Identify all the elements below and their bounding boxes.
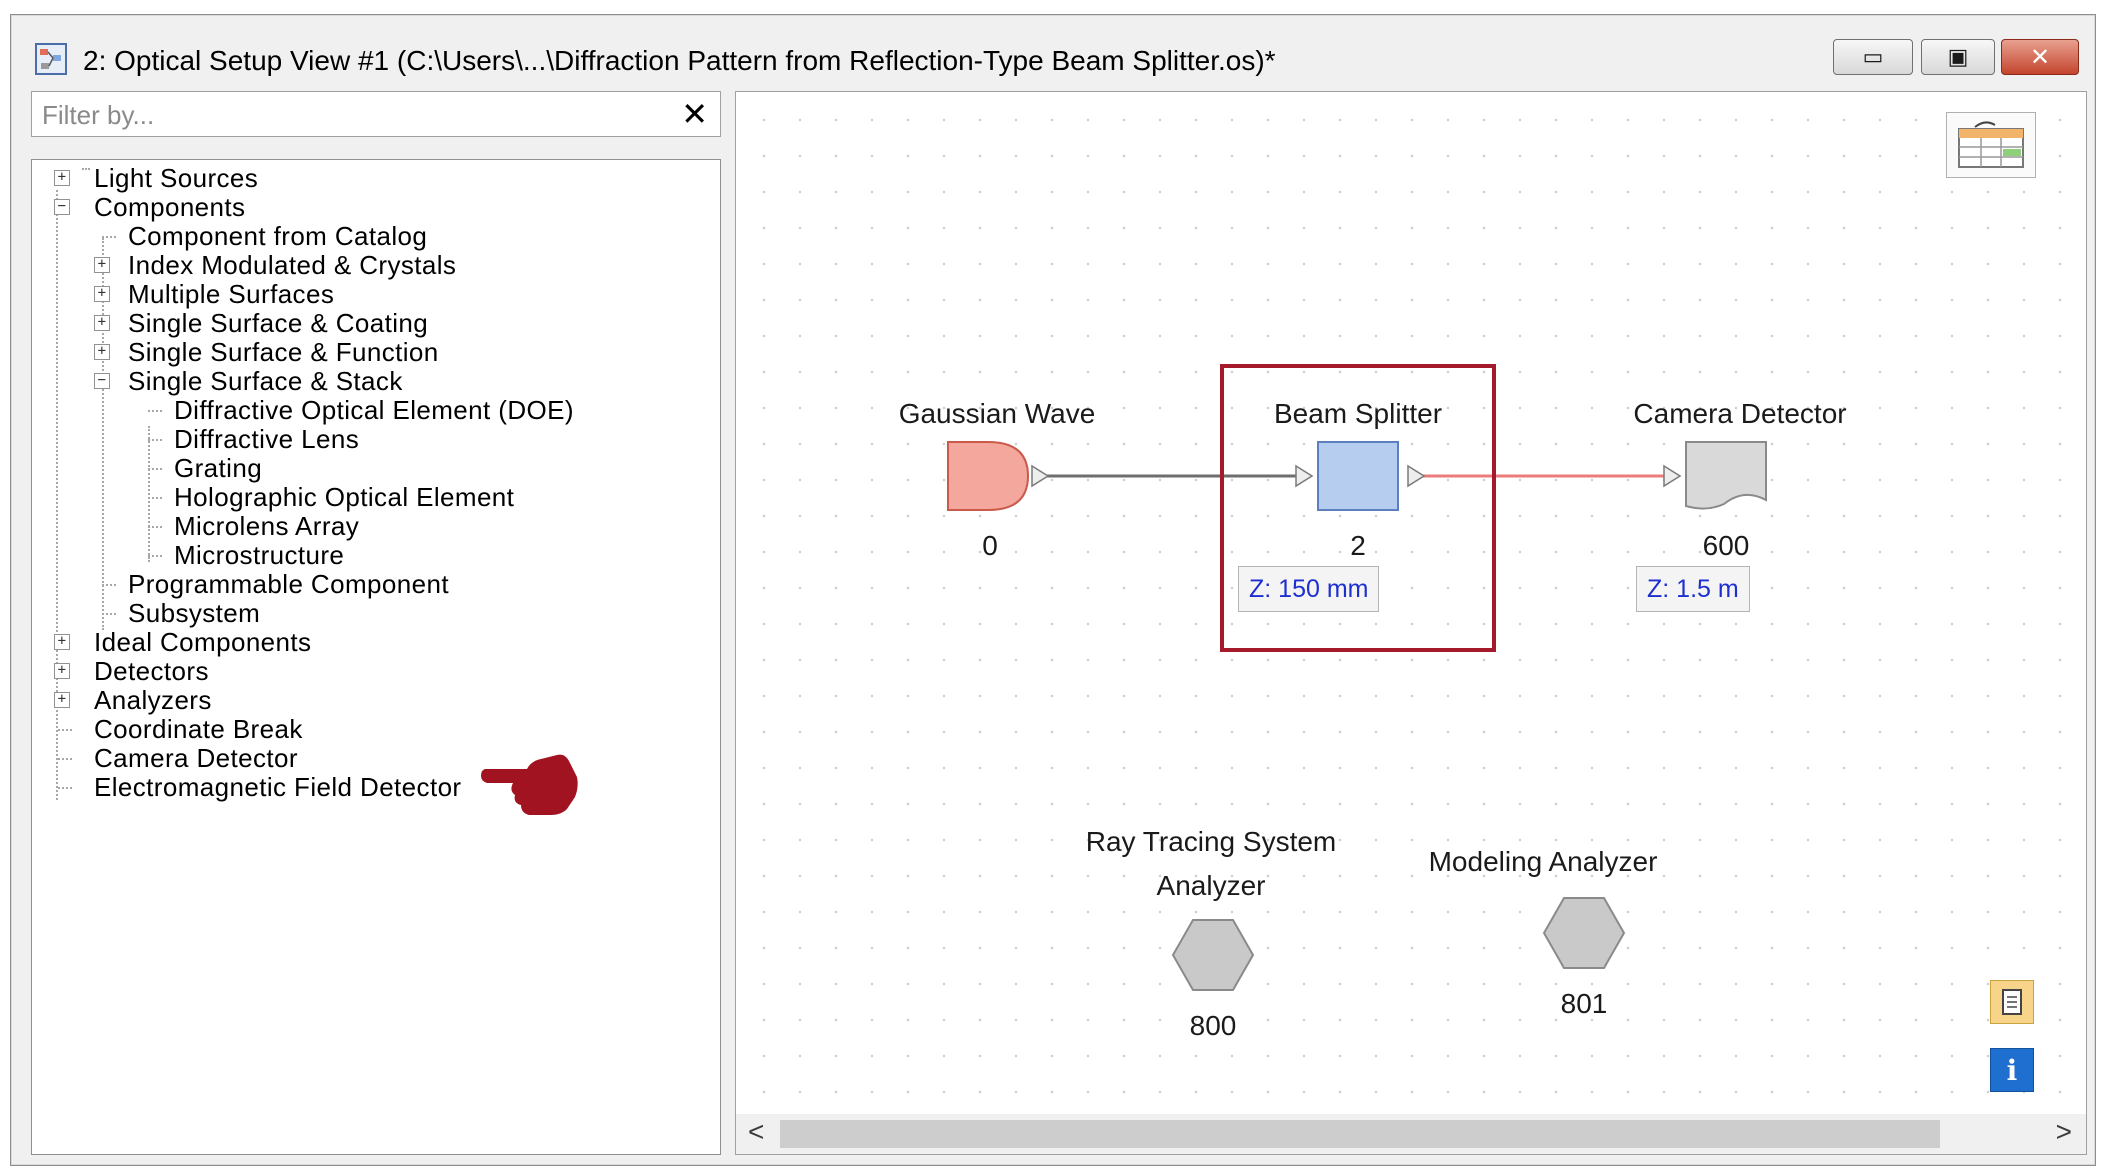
table-view-button[interactable] <box>1946 112 2036 178</box>
tree-item-label: Single Surface & Function <box>128 336 439 367</box>
expand-icon[interactable]: + <box>94 344 110 360</box>
minimize-icon: ▭ <box>1862 44 1884 69</box>
close-button[interactable]: ✕ <box>2001 39 2079 75</box>
info-button[interactable]: i <box>1990 1048 2034 1092</box>
catalog-panel: ✕ + Light Sources − Components Component… <box>31 91 721 1155</box>
hand-pointing-right-icon <box>481 754 578 815</box>
close-icon: ✕ <box>2029 43 2051 71</box>
collapse-icon[interactable]: − <box>94 373 110 389</box>
title-bar[interactable]: 2: Optical Setup View #1 (C:\Users\...\D… <box>11 15 2095 77</box>
tree-guide-line <box>102 238 104 630</box>
scroll-right-icon[interactable]: > <box>2055 1116 2072 1147</box>
expand-icon[interactable]: + <box>54 634 70 650</box>
collapse-icon[interactable]: − <box>54 199 70 215</box>
node-id: 800 <box>1189 1010 1237 1041</box>
tree-item-label: Analyzers <box>94 684 212 715</box>
tree-item-label: Single Surface & Stack <box>128 365 403 396</box>
tree-guide-line <box>148 426 150 562</box>
expand-icon[interactable]: + <box>94 257 110 273</box>
tree-item-label: Electromagnetic Field Detector <box>94 771 462 802</box>
info-icon: i <box>2006 1053 2018 1087</box>
expand-icon[interactable]: + <box>94 286 110 302</box>
node-label: Analyzer <box>1156 870 1266 901</box>
optical-setup-canvas[interactable]: Gaussian Wave 0 Beam Splitter 2 Z: 150 m… <box>735 91 2087 1155</box>
z-position-badge[interactable]: Z: 1.5 m <box>1636 566 1750 612</box>
document-icon <box>2002 989 2022 1015</box>
window-title: 2: Optical Setup View #1 (C:\Users\...\D… <box>83 45 1276 76</box>
document-button[interactable] <box>1990 980 2034 1024</box>
output-port-icon[interactable] <box>1407 464 1426 488</box>
component-tree[interactable]: + Light Sources − Components Component f… <box>31 159 721 1155</box>
tree-item-label: Single Surface & Coating <box>128 307 429 338</box>
filter-box: ✕ <box>31 91 721 137</box>
tree-item-label: Holographic Optical Element <box>174 481 515 512</box>
input-port-icon[interactable] <box>1295 464 1314 488</box>
tree-item-label: Microstructure <box>174 539 345 570</box>
maximize-icon: ▣ <box>1947 44 1969 69</box>
tree-item-label: Index Modulated & Crystals <box>128 249 457 280</box>
beam-splitter-component-icon[interactable] <box>1316 440 1402 512</box>
minimize-button[interactable]: ▭ <box>1833 39 1913 75</box>
input-port-icon[interactable] <box>1663 464 1682 488</box>
tree-item-label: Programmable Component <box>128 568 449 599</box>
expand-icon[interactable]: + <box>54 692 70 708</box>
tree-item-label: Ideal Components <box>94 626 312 657</box>
tree-item-label: Detectors <box>94 655 209 686</box>
tree-item-label: Light Sources <box>94 162 259 193</box>
tree-item-label: Camera Detector <box>94 742 298 773</box>
filter-input[interactable] <box>40 98 654 132</box>
camera-detector-icon[interactable] <box>1684 440 1770 512</box>
ray-tracing-analyzer-icon[interactable] <box>1171 918 1255 992</box>
node-id: 801 <box>1560 988 1608 1019</box>
clear-filter-icon[interactable]: ✕ <box>681 96 708 132</box>
tree-item-label: Components <box>94 191 246 222</box>
tree-item-label: Microlens Array <box>174 510 360 541</box>
scroll-thumb[interactable] <box>780 1120 1940 1148</box>
expand-icon[interactable]: + <box>94 315 110 331</box>
tree-item-label: Component from Catalog <box>128 220 428 251</box>
tree-item-label: Multiple Surfaces <box>128 278 335 309</box>
node-label: Modeling Analyzer <box>1428 846 1658 877</box>
gaussian-wave-source-icon[interactable] <box>946 440 1032 512</box>
maximize-button[interactable]: ▣ <box>1921 39 1995 75</box>
node-id: 0 <box>982 530 998 561</box>
connection-layer <box>1031 464 1682 488</box>
optical-setup-window: 2: Optical Setup View #1 (C:\Users\...\D… <box>10 14 2096 1166</box>
expand-icon[interactable]: + <box>54 170 70 186</box>
tree-item-label: Coordinate Break <box>94 713 303 744</box>
tree-item-label: Diffractive Optical Element (DOE) <box>174 394 574 425</box>
optical-setup-icon <box>35 43 67 75</box>
z-position-badge[interactable]: Z: 150 mm <box>1238 566 1380 612</box>
tree-item-label: Grating <box>174 452 263 483</box>
modeling-analyzer-icon[interactable] <box>1542 896 1626 970</box>
node-label: Gaussian Wave <box>898 398 1096 429</box>
tree-guide-line <box>56 190 58 800</box>
horizontal-scrollbar[interactable]: < > <box>736 1114 2086 1154</box>
node-label: Camera Detector <box>1633 398 1847 429</box>
output-port-icon[interactable] <box>1031 464 1050 488</box>
node-label: Beam Splitter <box>1273 398 1443 429</box>
scroll-left-icon[interactable]: < <box>748 1116 765 1147</box>
expand-icon[interactable]: + <box>54 663 70 679</box>
tree-item-label: Diffractive Lens <box>174 423 360 454</box>
table-view-icon <box>1958 121 2024 168</box>
node-id: 600 <box>1702 530 1750 561</box>
tree-item-label: Subsystem <box>128 597 261 628</box>
highlight-box <box>1220 364 1496 652</box>
node-id: 2 <box>1350 530 1366 561</box>
node-label: Ray Tracing System <box>1085 826 1337 857</box>
